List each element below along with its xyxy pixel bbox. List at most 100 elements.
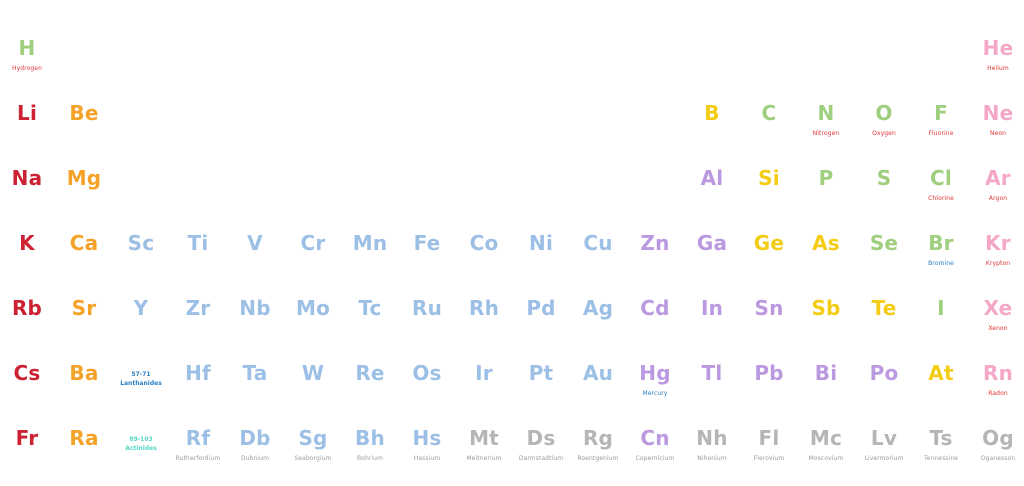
element-symbol: Og (982, 426, 1014, 450)
element-symbol: Sc (127, 231, 155, 255)
element-symbol: Sr (71, 296, 97, 320)
element-ga: Ga (684, 231, 740, 291)
element-al: Al (684, 166, 740, 226)
element-symbol: Si (758, 166, 780, 190)
element-symbol: V (247, 231, 263, 255)
element-symbol: Au (582, 361, 614, 385)
element-ca: Ca (56, 231, 112, 291)
element-name: Nihonium (697, 455, 727, 462)
element-name: Fluorine (928, 130, 954, 137)
element-y: Y (113, 296, 169, 356)
element-symbol: Xe (983, 296, 1013, 320)
element-symbol: Mn (352, 231, 388, 255)
element-rb: Rb (0, 296, 55, 356)
element-p: P (798, 166, 854, 226)
element-symbol: Mg (66, 166, 102, 190)
element-symbol: Ds (526, 426, 556, 450)
element-fe: Fe (399, 231, 455, 291)
element-se: Se (856, 231, 912, 291)
element-symbol: Nh (696, 426, 728, 450)
element-symbol: Ti (187, 231, 209, 255)
element-symbol: Cn (640, 426, 670, 450)
element-symbol: Lv (870, 426, 898, 450)
element-name: Hydrogen (12, 65, 42, 72)
element-si: Si (741, 166, 797, 226)
element-symbol: Tc (358, 296, 382, 320)
element-symbol: Mo (295, 296, 331, 320)
element-symbol: Ra (69, 426, 99, 450)
element-symbol: Rf (185, 426, 211, 450)
element-symbol: Po (869, 361, 899, 385)
element-au: Au (570, 361, 626, 421)
element-name: Radon (988, 390, 1008, 397)
element-li: Li (0, 101, 55, 161)
element-s: S (856, 166, 912, 226)
element-name: Livermorium (864, 455, 904, 462)
element-symbol: Hg (639, 361, 671, 385)
element-symbol: Ga (696, 231, 728, 255)
element-symbol: Ta (242, 361, 268, 385)
element-symbol: Ir (475, 361, 493, 385)
element-symbol: Pb (754, 361, 784, 385)
element-name: Bohrium (356, 455, 384, 462)
element-name: Moscovium (808, 455, 844, 462)
element-cu: Cu (570, 231, 626, 291)
element-name: Argon (988, 195, 1008, 202)
element-name: Roentgenium (577, 455, 619, 462)
element-symbol: Co (469, 231, 499, 255)
element-symbol: F (934, 101, 948, 125)
element-symbol: Kr (985, 231, 1011, 255)
element-symbol: Zr (185, 296, 211, 320)
element-name: Meitnerium (466, 455, 502, 462)
element-symbol: Cd (640, 296, 670, 320)
element-re: Re (342, 361, 398, 421)
element-symbol: Sb (811, 296, 841, 320)
element-bi: Bi (798, 361, 854, 421)
element-mo: Mo (285, 296, 341, 356)
element-at: At (913, 361, 969, 421)
element-symbol: Pt (528, 361, 554, 385)
series-label: Lanthanides (120, 380, 162, 387)
element-symbol: Db (239, 426, 271, 450)
element-symbol: Al (700, 166, 724, 190)
element-symbol: Ar (985, 166, 1011, 190)
series-range: 89-103 (129, 436, 153, 443)
element-i: I (913, 296, 969, 356)
element-symbol: W (301, 361, 325, 385)
element-ni: Ni (513, 231, 569, 291)
element-tc: Tc (342, 296, 398, 356)
series-range: 57-71 (131, 371, 151, 378)
element-ru: Ru (399, 296, 455, 356)
element-c: C (741, 101, 797, 161)
element-pt: Pt (513, 361, 569, 421)
element-symbol: Ne (982, 101, 1014, 125)
element-name: Darmstadtium (518, 455, 564, 462)
element-symbol: Hf (185, 361, 211, 385)
element-symbol: Cr (300, 231, 326, 255)
element-symbol: Re (355, 361, 385, 385)
element-symbol: Be (69, 101, 99, 125)
element-name: Chlorine (928, 195, 954, 202)
element-name: Copernicium (635, 455, 675, 462)
element-symbol: Ba (69, 361, 99, 385)
element-k: K (0, 231, 55, 291)
element-ti: Ti (170, 231, 226, 291)
element-name: Xenon (988, 325, 1008, 332)
element-symbol: Br (928, 231, 954, 255)
element-te: Te (856, 296, 912, 356)
element-name: Seaborgium (294, 455, 332, 462)
series-label: Actinides (125, 445, 157, 452)
element-rh: Rh (456, 296, 512, 356)
element-symbol: In (700, 296, 724, 320)
